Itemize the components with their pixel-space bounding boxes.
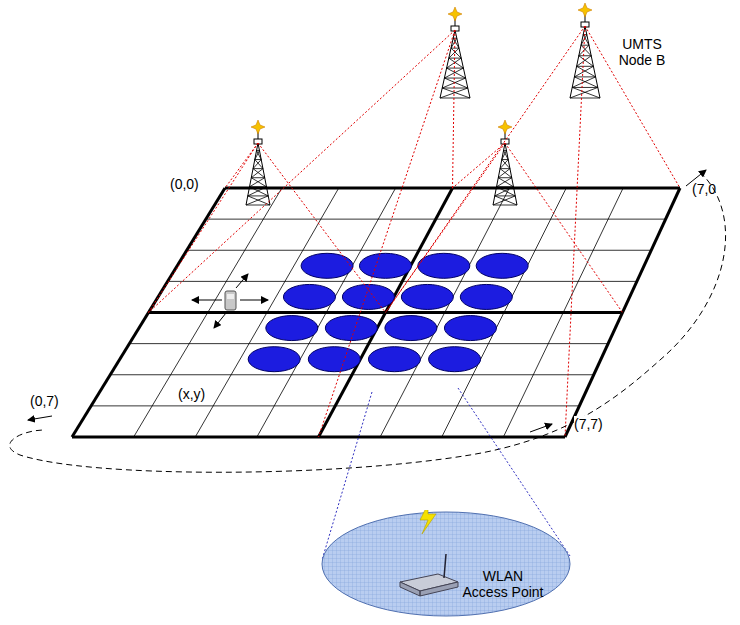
grid — [72, 188, 680, 437]
wlan-coverage: WLAN Access Point — [320, 510, 572, 618]
coverage-ellipse — [320, 510, 572, 618]
arrow — [28, 416, 52, 420]
wlan-cells — [248, 253, 528, 371]
coordinate: (0,7) — [30, 393, 59, 409]
node-label: WLAN Access Point — [460, 568, 546, 600]
node-b-towers — [149, 3, 681, 437]
coordinate: (7,7) — [574, 416, 603, 432]
mobile-terminal — [192, 274, 268, 328]
mobility-path — [10, 172, 726, 472]
node-b-caption: UMTS Node B — [612, 36, 672, 68]
coordinate: (0,0) — [170, 176, 199, 192]
coordinate: (x,y) — [178, 386, 205, 402]
coordinate: (7,0 — [692, 181, 716, 197]
arrow — [530, 424, 552, 432]
